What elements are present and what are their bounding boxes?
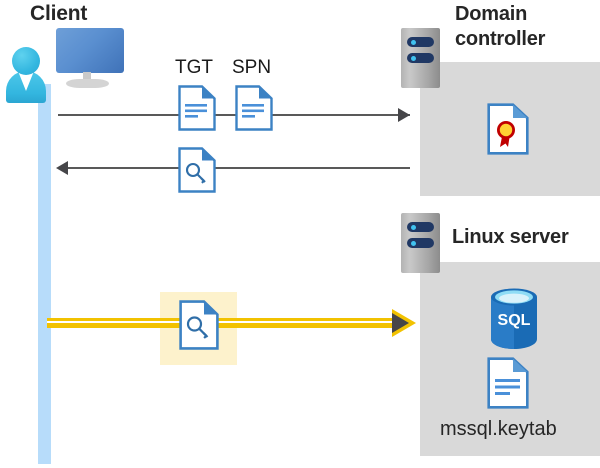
- spn-document-icon: [235, 85, 273, 131]
- server-rack-icon: [401, 28, 440, 88]
- sql-icon-text: SQL: [498, 312, 531, 329]
- rack-bar: [407, 37, 434, 47]
- tgt-label: TGT: [175, 57, 213, 78]
- ticket-key-document-icon: [178, 147, 216, 193]
- monitor-stand-icon: [83, 72, 91, 82]
- certificate-document-icon: [487, 103, 529, 155]
- client-title: Client: [30, 2, 88, 25]
- monitor-icon: [56, 28, 124, 73]
- user-head-icon: [12, 47, 40, 75]
- rack-led-icon: [411, 39, 416, 45]
- domain-controller-title: Domain controller: [455, 2, 595, 52]
- authentication-flow-line: [47, 318, 402, 328]
- tgt-document-icon: [178, 85, 216, 131]
- linux-server-title: Linux server: [452, 226, 569, 248]
- rack-bar: [407, 222, 434, 232]
- authentication-flow-arrowhead: [392, 313, 409, 333]
- domain-controller-title-line2: controller: [455, 28, 546, 50]
- keytab-document-icon: [487, 357, 529, 409]
- keytab-file-label: mssql.keytab: [440, 418, 557, 440]
- request-flow-arrowhead: [398, 108, 410, 122]
- user-collar-icon: [18, 71, 34, 91]
- rack-led-icon: [411, 240, 416, 246]
- gold-key-document-icon: [179, 300, 219, 350]
- rack-bar: [407, 238, 434, 248]
- rack-bar: [407, 53, 434, 63]
- response-flow-arrowhead: [56, 161, 68, 175]
- sql-database-icon: SQL: [485, 285, 543, 351]
- monitor-base-icon: [66, 79, 109, 88]
- rack-led-icon: [411, 224, 416, 230]
- server-rack-icon: [401, 213, 440, 273]
- client-lifeline: [38, 84, 51, 464]
- spn-label: SPN: [232, 57, 272, 78]
- request-flow-line: [58, 114, 410, 116]
- domain-controller-title-line1: Domain: [455, 3, 528, 25]
- response-flow-line: [58, 167, 410, 169]
- rack-led-icon: [411, 55, 416, 61]
